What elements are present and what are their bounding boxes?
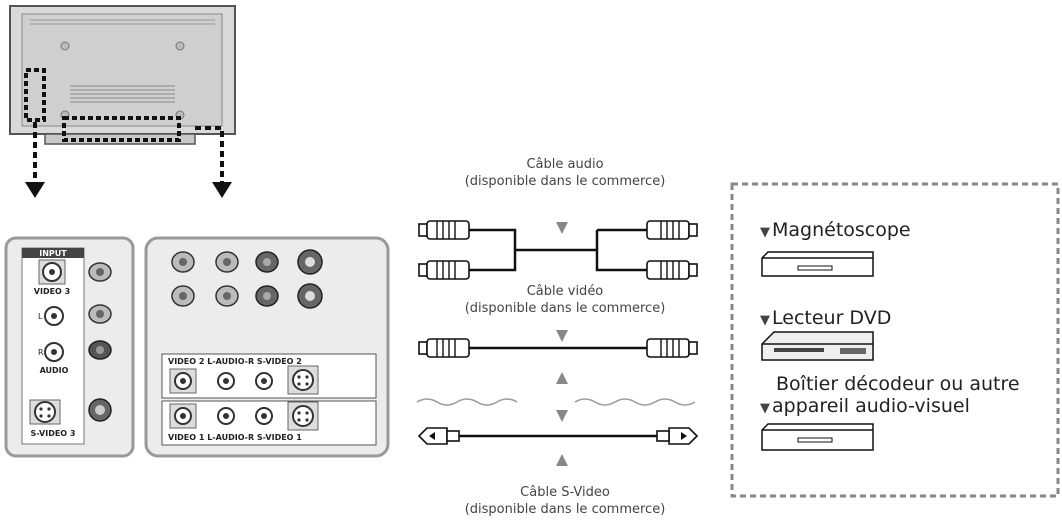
- device-vcr-label: ▼Magnétoscope: [760, 219, 911, 241]
- video3-label: VIDEO 3: [34, 287, 70, 296]
- audio-l-label: L: [38, 312, 43, 321]
- arrow-down-icon: [556, 410, 568, 422]
- audio-l-jack-icon: [44, 306, 64, 326]
- arrow-down-icon: [556, 222, 568, 234]
- video2-jacks-icon: [169, 365, 319, 395]
- side-input-highlight: [24, 68, 46, 122]
- arrow-down-icon: ▼: [760, 313, 770, 328]
- audio-cable-title: Câble audio: [526, 157, 604, 172]
- device-other-line1: Boîtier décodeur ou autre: [776, 373, 1020, 395]
- device-other-label: Boîtier décodeur ou autre ▼appareil audi…: [760, 373, 1020, 420]
- vcr-icon: [761, 251, 874, 277]
- av-device-icon: [761, 423, 874, 451]
- video-cable-icon: [418, 338, 698, 358]
- svideo-cable-icon: [417, 427, 699, 445]
- audio-cable-caption: Câble audio (disponible dans le commerce…: [420, 156, 710, 190]
- arrow-down-icon: ▼: [760, 225, 770, 240]
- input-header-label: INPUT: [39, 249, 67, 258]
- devices-box: [730, 182, 1060, 498]
- video1-row-label: VIDEO 1 L-AUDIO-R S-VIDEO 1: [168, 433, 302, 442]
- device-dvd-label: ▼Lecteur DVD: [760, 307, 892, 329]
- video2-row-label: VIDEO 2 L-AUDIO-R S-VIDEO 2: [168, 357, 302, 366]
- svideo-cable-caption: Câble S-Video (disponible dans le commer…: [420, 484, 710, 518]
- svideo-cable-title: Câble S-Video: [520, 485, 610, 500]
- audio-cable-subtitle: (disponible dans le commerce): [464, 174, 666, 189]
- side-input-panel: INPUT VIDEO 3 L R AUDIO S-VIDEO 3: [4, 236, 135, 458]
- rear-input-panel: VIDEO 2 L-AUDIO-R S-VIDEO 2 VIDEO 1 L-AU…: [144, 236, 390, 458]
- audio-r-label: R: [38, 348, 44, 357]
- video1-jacks-icon: [169, 401, 319, 431]
- audio-cable-icon: [418, 220, 698, 280]
- svideo3-jack-icon: [29, 399, 61, 425]
- connected-plug-icon: [88, 262, 112, 422]
- svideo-cable-subtitle: (disponible dans le commerce): [464, 502, 666, 517]
- arrow-down-icon: [556, 330, 568, 342]
- cables-diagram: [416, 220, 699, 466]
- video-cable-title: Câble vidéo: [526, 284, 604, 299]
- arrow-down-icon: [212, 182, 232, 198]
- audio-r-jack-icon: [44, 342, 64, 362]
- audio-label: AUDIO: [40, 366, 69, 375]
- connected-plug-icon: [171, 249, 323, 309]
- tv-rear-view: [9, 5, 236, 198]
- svideo3-label: S-VIDEO 3: [31, 429, 76, 438]
- dvd-player-icon: [761, 331, 874, 361]
- device-other-line2: appareil audio-visuel: [772, 395, 970, 417]
- arrow-up-icon: [556, 454, 568, 466]
- arrow-down-icon: ▼: [760, 401, 770, 416]
- video3-jack-icon: [38, 259, 66, 285]
- video-cable-subtitle: (disponible dans le commerce): [464, 301, 666, 316]
- video-cable-caption: Câble vidéo (disponible dans le commerce…: [420, 283, 710, 317]
- wavy-separator: [416, 398, 696, 406]
- arrow-up-icon: [556, 372, 568, 384]
- rear-input-highlight: [62, 116, 181, 142]
- arrow-down-icon: [25, 182, 45, 198]
